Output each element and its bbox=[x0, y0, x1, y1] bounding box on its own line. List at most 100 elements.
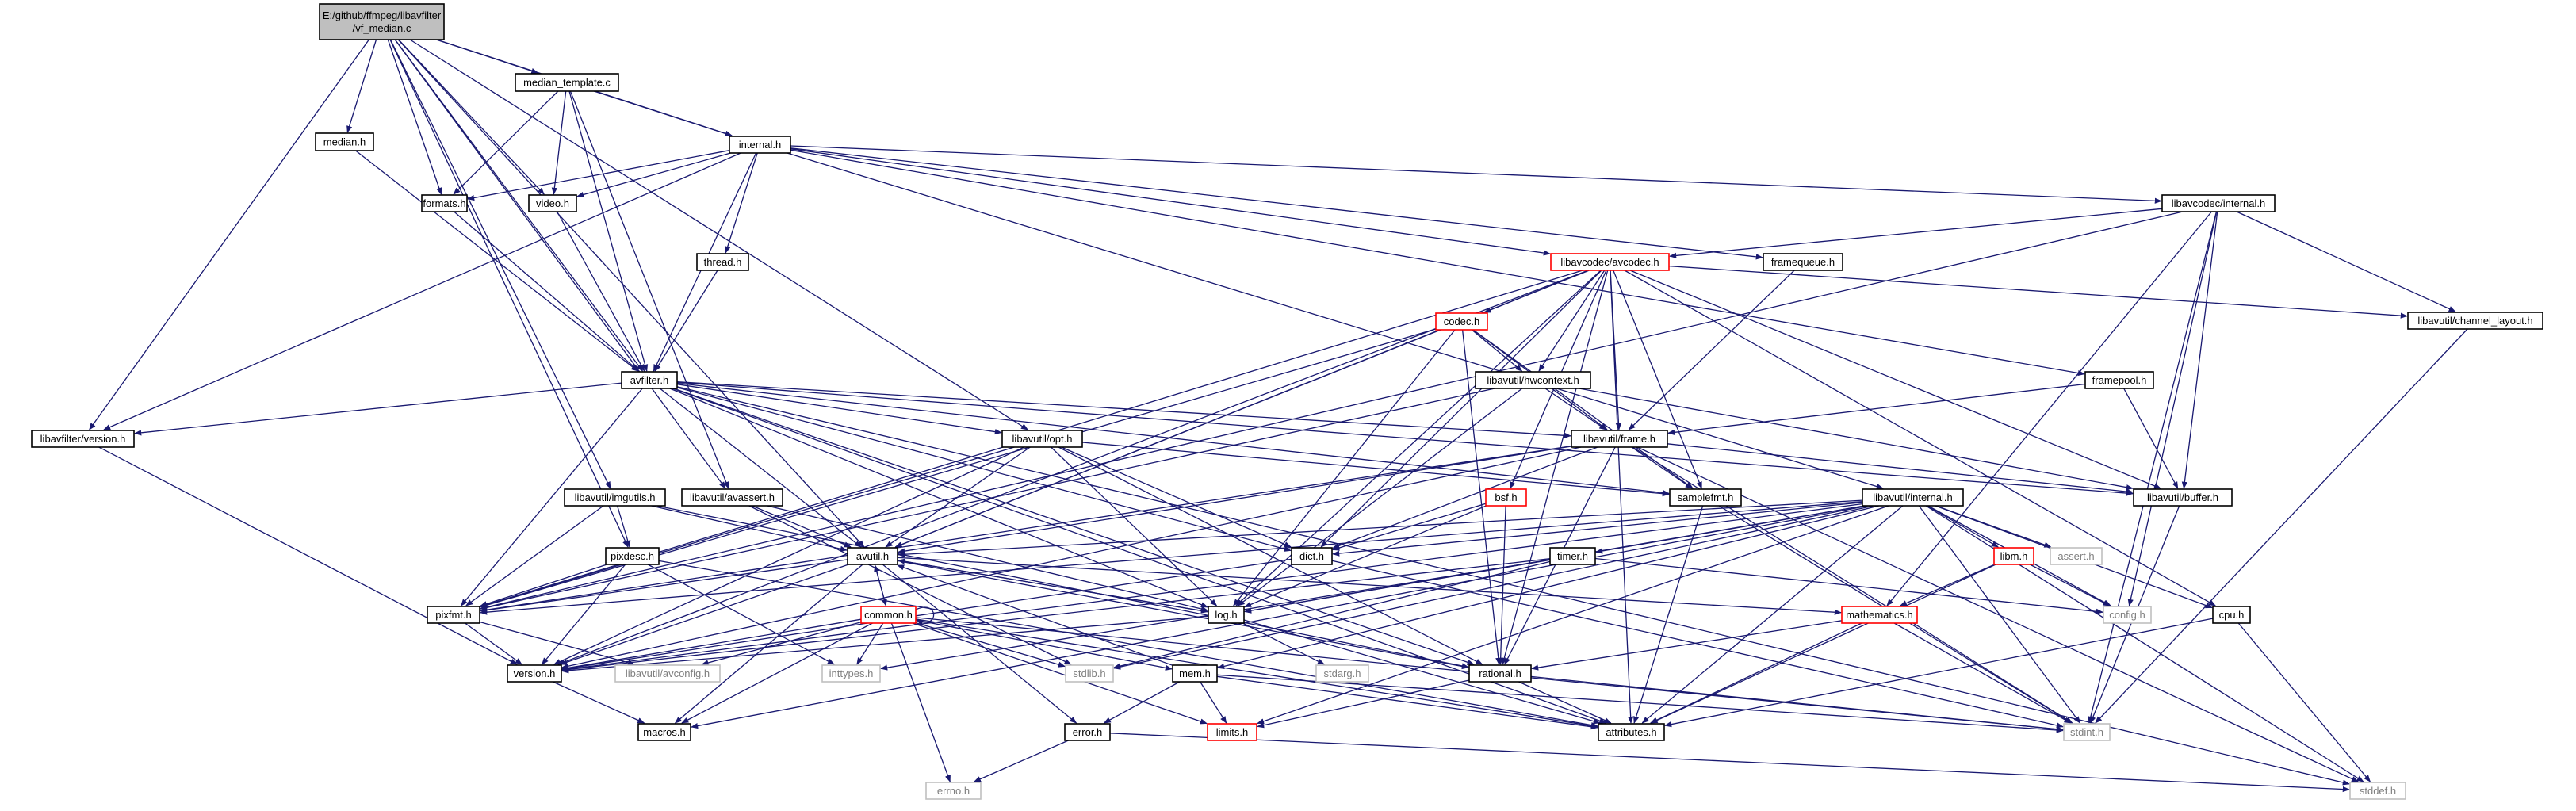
edge-common_h-to-inttypes bbox=[856, 622, 884, 665]
node-label-bsf_h: bsf.h bbox=[1495, 492, 1517, 503]
node-channel_layout[interactable]: libavutil/channel_layout.h bbox=[2407, 312, 2543, 330]
node-codec_h[interactable]: codec.h bbox=[1435, 312, 1488, 331]
node-errno_h[interactable]: errno.h bbox=[925, 782, 982, 800]
node-box-pixdesc bbox=[605, 547, 660, 565]
edge-avfilter_h-to-dict_h bbox=[676, 387, 1292, 552]
node-box-cpu_h bbox=[2212, 606, 2251, 624]
node-avconfig[interactable]: libavutil/avconfig.h bbox=[614, 664, 721, 683]
node-box-lavc_avcodec bbox=[1550, 253, 1670, 271]
node-thread_h[interactable]: thread.h bbox=[696, 253, 749, 271]
node-label-internal_h: internal.h bbox=[739, 139, 781, 151]
node-config_h[interactable]: config.h bbox=[2103, 606, 2152, 624]
node-label-buffer_h: libavutil/buffer.h bbox=[2147, 492, 2218, 503]
node-label-median_h: median.h bbox=[323, 136, 366, 148]
node-label-common_h: common.h bbox=[864, 609, 913, 621]
node-formats_h[interactable]: formats.h bbox=[421, 194, 468, 212]
edge-common_h-to-version_h bbox=[561, 618, 862, 671]
edge-imgutils-to-avutil_h bbox=[651, 505, 848, 552]
edge-frame_h-to-version_h bbox=[561, 446, 1582, 669]
node-inttypes[interactable]: inttypes.h bbox=[821, 664, 881, 683]
node-libm_h[interactable]: libm.h bbox=[1993, 547, 2034, 565]
node-label-median_template: median_template.c bbox=[523, 77, 611, 89]
edge-avfilter_h-to-pixfmt bbox=[461, 388, 643, 606]
node-box-stdarg_h bbox=[1315, 664, 1369, 683]
node-stdint_h[interactable]: stdint.h bbox=[2063, 723, 2111, 741]
node-avutil_h[interactable]: avutil.h bbox=[847, 547, 898, 565]
node-label-config_h: config.h bbox=[2109, 609, 2145, 621]
node-median_template[interactable]: median_template.c bbox=[515, 73, 619, 92]
edge-mem_h-to-avutil_h bbox=[897, 564, 1173, 666]
edge-imgutils-to-rational bbox=[656, 505, 1469, 669]
node-box-common_h bbox=[860, 606, 917, 624]
edge-root-to-median_h bbox=[346, 39, 377, 133]
node-root[interactable]: E:/github/ffmpeg/libavfilter/vf_median.c bbox=[319, 3, 445, 40]
node-stdlib_h[interactable]: stdlib.h bbox=[1065, 664, 1114, 683]
node-samplefmt[interactable]: samplefmt.h bbox=[1669, 488, 1742, 507]
node-label-channel_layout: libavutil/channel_layout.h bbox=[2417, 315, 2532, 327]
edge-avutil_h-to-macros_h bbox=[674, 564, 863, 724]
node-label-opt_h: libavutil/opt.h bbox=[1012, 433, 1073, 445]
node-internal_h[interactable]: internal.h bbox=[729, 136, 791, 154]
node-lavc_avcodec[interactable]: libavcodec/avcodec.h bbox=[1550, 253, 1670, 271]
node-label-version_h: version.h bbox=[514, 668, 556, 679]
node-stdarg_h[interactable]: stdarg.h bbox=[1315, 664, 1369, 683]
node-hwcontext[interactable]: libavutil/hwcontext.h bbox=[1475, 371, 1591, 389]
node-box-inttypes bbox=[821, 664, 881, 683]
node-opt_h[interactable]: libavutil/opt.h bbox=[1001, 430, 1083, 448]
node-mem_h[interactable]: mem.h bbox=[1172, 664, 1218, 683]
node-pixdesc[interactable]: pixdesc.h bbox=[605, 547, 660, 565]
edge-avfilter_h-to-attributes bbox=[672, 388, 1607, 724]
node-median_h[interactable]: median.h bbox=[315, 132, 374, 151]
edge-avassert-to-log_h bbox=[767, 505, 1208, 612]
node-dict_h[interactable]: dict.h bbox=[1291, 547, 1333, 565]
node-label-avfilter_h: avfilter.h bbox=[630, 374, 668, 386]
node-avfilter_h[interactable]: avfilter.h bbox=[621, 371, 678, 389]
node-avassert[interactable]: libavutil/avassert.h bbox=[681, 488, 783, 507]
node-timer_h[interactable]: timer.h bbox=[1549, 547, 1596, 565]
node-lavc_internal[interactable]: libavcodec/internal.h bbox=[2161, 194, 2276, 212]
node-lavu_internal[interactable]: libavutil/internal.h bbox=[1862, 488, 1964, 507]
node-buffer_h[interactable]: libavutil/buffer.h bbox=[2133, 488, 2233, 507]
edge-lavc_avcodec-to-channel_layout bbox=[1668, 265, 2408, 319]
node-limits_h[interactable]: limits.h bbox=[1207, 723, 1257, 741]
node-label-pixfmt: pixfmt.h bbox=[435, 609, 472, 621]
node-box-formats_h bbox=[421, 194, 468, 212]
node-bsf_h[interactable]: bsf.h bbox=[1485, 488, 1527, 507]
edge-mathematics-to-stdint_h bbox=[1893, 622, 2072, 724]
edge-internal_h-to-video_h bbox=[576, 152, 731, 197]
node-common_h[interactable]: common.h bbox=[860, 606, 917, 624]
node-mathematics[interactable]: mathematics.h bbox=[1841, 606, 1918, 624]
node-lavfi_version[interactable]: libavfilter/version.h bbox=[31, 430, 135, 448]
node-attributes[interactable]: attributes.h bbox=[1598, 723, 1665, 741]
node-cpu_h[interactable]: cpu.h bbox=[2212, 606, 2251, 624]
node-label-attributes: attributes.h bbox=[1606, 726, 1656, 738]
node-assert_h[interactable]: assert.h bbox=[2050, 547, 2103, 565]
edge-opt_h-to-log_h bbox=[1051, 446, 1218, 606]
edge-mathematics-to-attributes bbox=[1649, 622, 1862, 724]
node-framequeue_h[interactable]: framequeue.h bbox=[1763, 253, 1843, 271]
node-stddef_h[interactable]: stddef.h bbox=[2349, 782, 2406, 800]
edge-video_h-to-avfilter_h bbox=[557, 211, 645, 372]
edge-root-to-avfilter_h bbox=[394, 39, 643, 372]
edge-root-to-video_h bbox=[398, 39, 545, 195]
node-box-root bbox=[319, 3, 445, 40]
node-video_h[interactable]: video.h bbox=[528, 194, 577, 212]
node-label-error_h: error.h bbox=[1073, 726, 1103, 738]
edge-frame_h-to-samplefmt bbox=[1631, 446, 1693, 489]
edge-timer_h-to-version_h bbox=[561, 558, 1551, 673]
node-rational[interactable]: rational.h bbox=[1468, 664, 1532, 683]
node-pixfmt[interactable]: pixfmt.h bbox=[427, 606, 480, 624]
node-framepool_h[interactable]: framepool.h bbox=[2084, 371, 2154, 389]
node-frame_h[interactable]: libavutil/frame.h bbox=[1571, 430, 1668, 448]
node-imgutils[interactable]: libavutil/imgutils.h bbox=[564, 488, 666, 507]
edge-pixdesc-to-attributes bbox=[658, 560, 1598, 729]
node-log_h[interactable]: log.h bbox=[1208, 606, 1245, 624]
node-error_h[interactable]: error.h bbox=[1064, 723, 1111, 741]
edge-pixdesc-to-inttypes bbox=[647, 564, 835, 665]
node-version_h[interactable]: version.h bbox=[507, 664, 562, 683]
edge-lavc_internal-to-config_h bbox=[2127, 211, 2218, 606]
edge-common_h-to-mem_h bbox=[915, 619, 1173, 671]
edge-log_h-to-attributes bbox=[1243, 619, 1601, 725]
node-label-limits_h: limits.h bbox=[1216, 726, 1248, 738]
node-macros_h[interactable]: macros.h bbox=[637, 723, 691, 741]
